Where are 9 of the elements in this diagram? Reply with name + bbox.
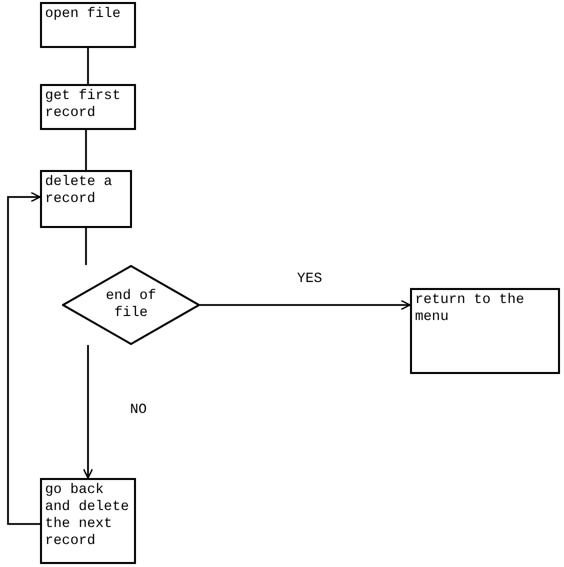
- process-box: return to the menu: [410, 288, 560, 374]
- decision-text: end of file: [104, 288, 158, 322]
- process-box: open file: [40, 2, 136, 48]
- process-box: delete a record: [40, 170, 132, 228]
- process-box: go back and delete the next record: [40, 478, 136, 564]
- connector-arrow: [7, 192, 41, 525]
- connector-arrow: [82, 345, 94, 479]
- connector-arrow: [200, 300, 411, 310]
- process-box: get first record: [40, 84, 136, 130]
